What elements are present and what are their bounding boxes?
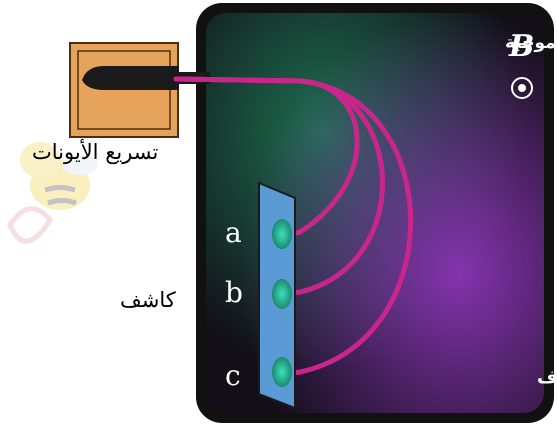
ion-acceleration-label: تسريع الأيونات	[32, 140, 158, 164]
detector-plate	[259, 183, 295, 408]
detector-spot-c	[272, 357, 292, 387]
deflection-chamber	[196, 3, 554, 423]
detector-spot-a	[272, 219, 292, 249]
positive-ion-beam-label: حزمة أيونات موجبة	[505, 31, 557, 53]
position-label-c: c	[225, 359, 241, 392]
deflection-chamber-label: حجرة الانحراف	[537, 367, 557, 388]
detector-label: كاشف	[120, 288, 176, 312]
ion-source-icon	[70, 43, 210, 137]
position-label-a: a	[225, 216, 242, 249]
detector-spot-b	[272, 279, 292, 309]
position-label-b: b	[225, 276, 243, 309]
